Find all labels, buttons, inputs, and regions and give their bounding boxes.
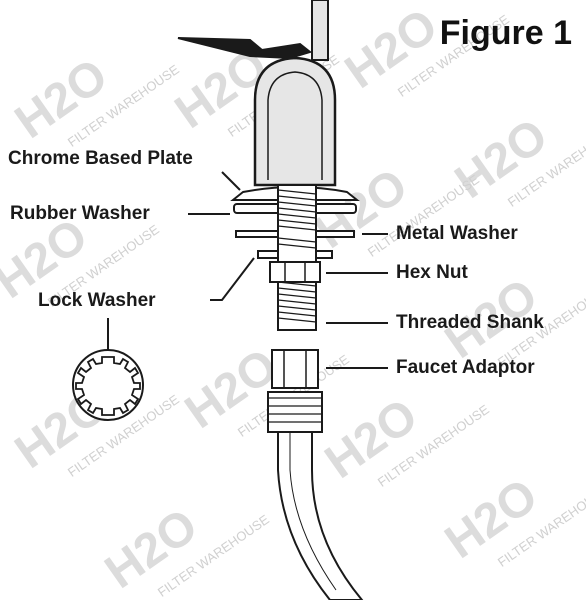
lock-washer-detail-icon (72, 349, 144, 421)
faucet-adaptor (267, 349, 323, 433)
label-hex-nut: Hex Nut (396, 262, 468, 283)
label-threaded-shank: Threaded Shank (396, 312, 544, 333)
label-lock-washer: Lock Washer (38, 290, 156, 311)
label-chrome-based-plate: Chrome Based Plate (8, 148, 193, 169)
hex-nut (269, 261, 321, 283)
faucet-body (253, 56, 337, 187)
water-tubing (277, 431, 364, 600)
leader-lines (107, 171, 388, 369)
figure-title: Figure 1 (439, 14, 572, 52)
label-faucet-adaptor: Faucet Adaptor (396, 357, 535, 378)
label-metal-washer: Metal Washer (396, 223, 518, 244)
faucet-spout (311, 0, 329, 61)
threaded-shank (277, 184, 317, 331)
faucet-handle-lever (177, 37, 313, 60)
label-rubber-washer: Rubber Washer (10, 203, 150, 224)
